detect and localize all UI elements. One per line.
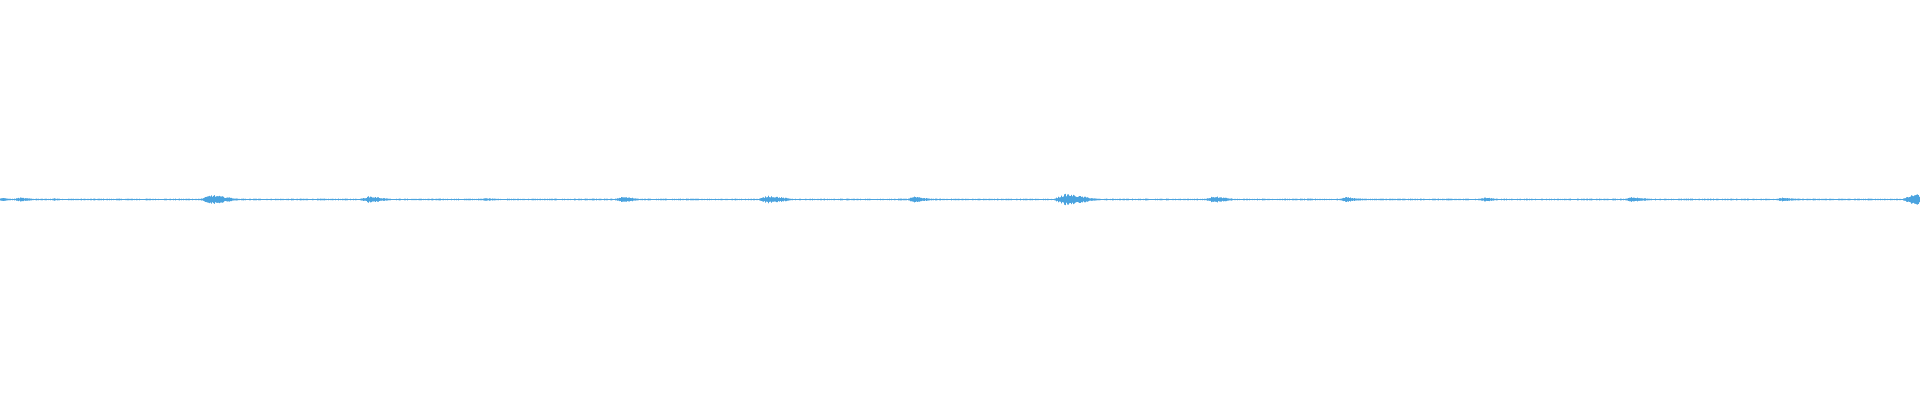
waveform-amplitude-path — [0, 193, 1920, 206]
waveform-signal — [0, 193, 1920, 206]
